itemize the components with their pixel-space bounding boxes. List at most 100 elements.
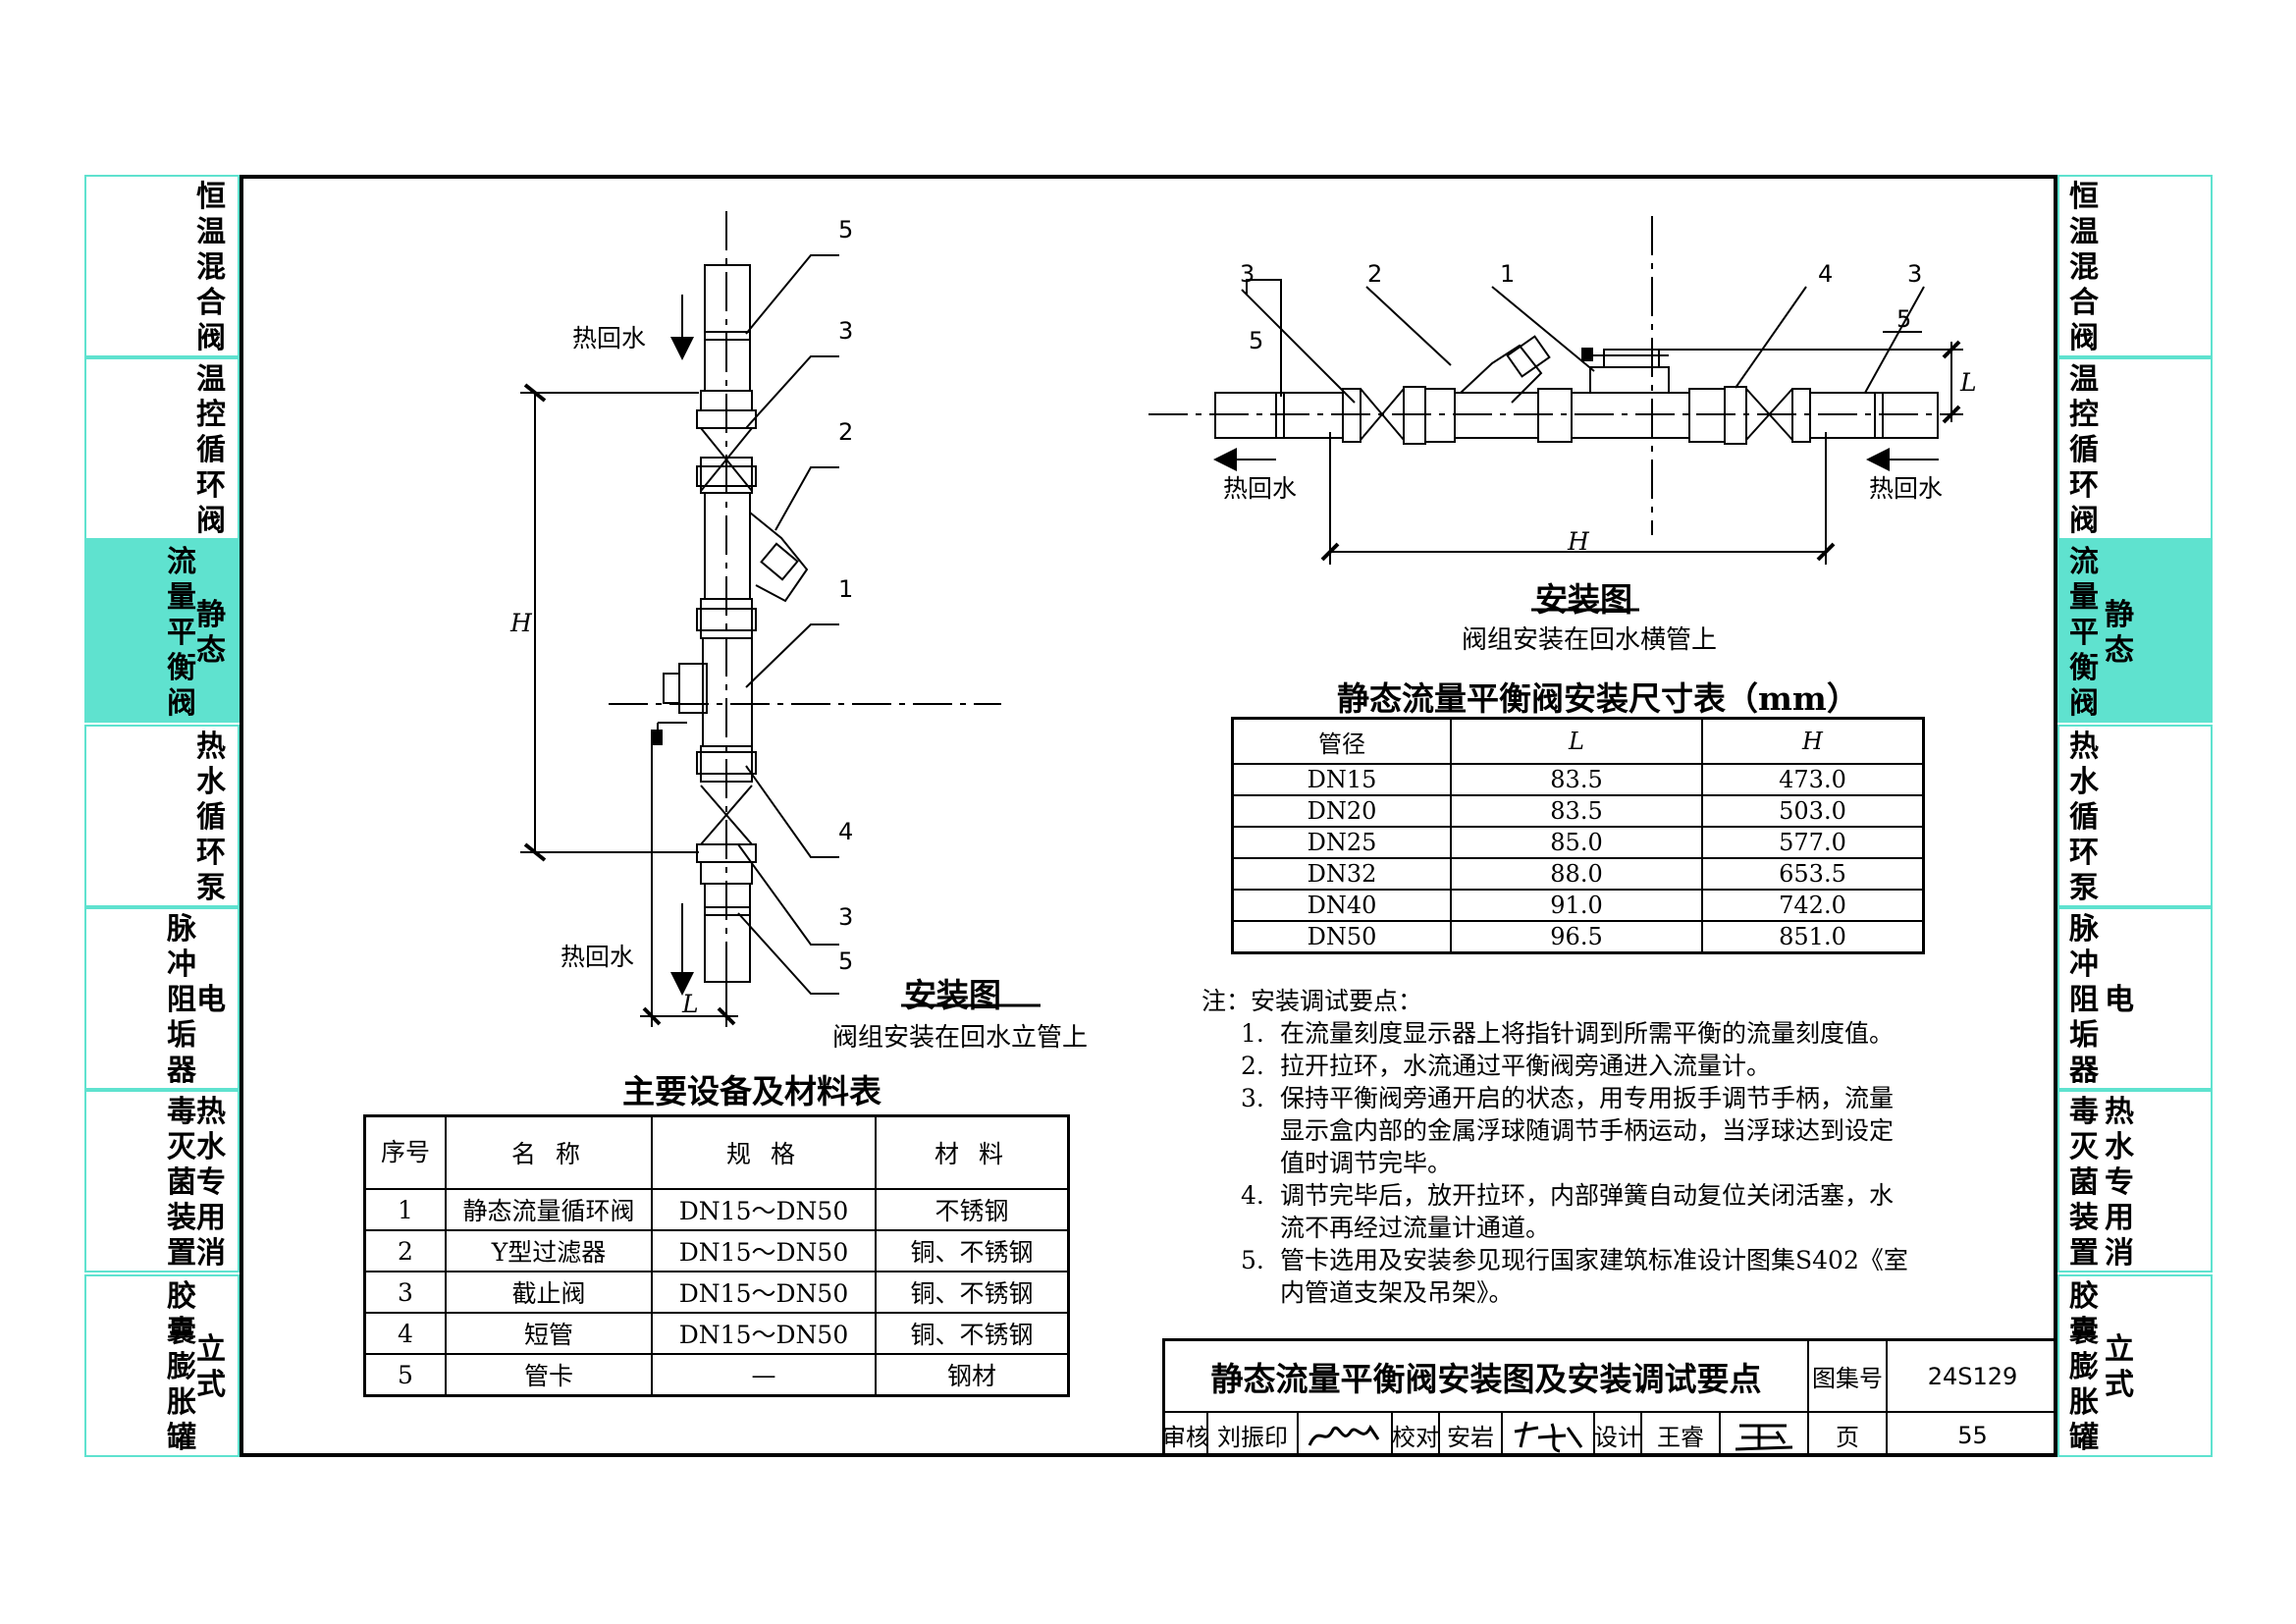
index-tab-label: 立式: [196, 1332, 226, 1402]
dim-cell-l: 91.0: [1450, 889, 1703, 922]
index-tab-right-4[interactable]: 热水循环泵: [2057, 725, 2213, 907]
index-tab-label: 温控循环阀: [2069, 362, 2099, 538]
dim-cell-pipe: DN15: [1231, 763, 1452, 796]
mat-cell-name: 截止阀: [445, 1271, 653, 1314]
mat-cell-no: 4: [363, 1312, 447, 1355]
note-number: 4.: [1241, 1181, 1264, 1210]
note-line: 保持平衡阀旁通开启的状态，用专用扳手调节手柄，流量: [1280, 1084, 1895, 1112]
index-tab-label: 热水专用消: [196, 1095, 226, 1271]
index-tab-label: 胶囊膨胀罐: [167, 1279, 196, 1455]
index-tab-label: 热水循环泵: [2069, 730, 2099, 905]
dim-cell-l: 96.5: [1450, 920, 1703, 954]
index-tab-right-3[interactable]: 流量平衡阀静态: [2057, 540, 2213, 723]
dim-label-h-l: L: [1960, 368, 1977, 397]
mat-cell-spec: DN15～DN50: [651, 1312, 877, 1355]
reviewer-name: 刘振印: [1208, 1413, 1299, 1457]
index-tab-right-2[interactable]: 温控循环阀: [2057, 357, 2213, 540]
dim-cell-l: 85.0: [1450, 826, 1703, 859]
index-tab-right-6[interactable]: 毒灭菌装置热水专用消: [2057, 1090, 2213, 1272]
check-label: 校对: [1392, 1413, 1440, 1457]
mat-cell-no: 2: [363, 1229, 447, 1272]
dim-header-pipe: 管径: [1231, 717, 1452, 765]
notes-heading: 注：安装调试要点：: [1201, 987, 1423, 1015]
dim-header-h: H: [1701, 717, 1925, 765]
callout-v-4: 4: [838, 818, 854, 845]
index-tab-label: 电: [196, 983, 226, 1017]
dim-table-header: 管径 L H: [1231, 717, 1925, 765]
mat-cell-name: 静态流量循环阀: [445, 1188, 653, 1231]
designer-signature: [1721, 1413, 1809, 1457]
callout-v-3-bottom: 3: [838, 903, 854, 931]
index-tab-label: 胶囊膨胀罐: [2069, 1279, 2099, 1455]
index-tab-label: 恒温混合阀: [196, 180, 226, 355]
note-line: 流不再经过流量计通道。: [1280, 1214, 1551, 1242]
index-tab-right-7[interactable]: 胶囊膨胀罐立式: [2057, 1274, 2213, 1457]
index-tab-label: 立式: [2105, 1332, 2134, 1402]
title-block: 静态流量平衡阀安装图及安装调试要点 图集号 24S129 审核 刘振印 校对 安…: [1162, 1338, 2057, 1457]
index-tab-left-7[interactable]: 胶囊膨胀罐立式: [84, 1274, 240, 1457]
design-label: 设计: [1594, 1413, 1642, 1457]
index-tab-right-5[interactable]: 脉冲阻垢器电: [2057, 907, 2213, 1090]
dim-cell-h: 473.0: [1701, 763, 1925, 796]
index-tab-left-2[interactable]: 温控循环阀: [84, 357, 240, 540]
mat-cell-material: 不锈钢: [875, 1188, 1070, 1231]
vertical-drawing-subtitle: 阀组安装在回水立管上: [832, 1023, 1089, 1053]
flow-label-h-right: 热回水: [1869, 474, 1944, 503]
index-tab-left-5[interactable]: 脉冲阻垢器电: [84, 907, 240, 1090]
mat-header-name: 名 称: [445, 1114, 653, 1190]
index-tab-right-1[interactable]: 恒温混合阀: [2057, 175, 2213, 357]
callout-h-3-right: 3: [1907, 260, 1923, 288]
mat-cell-material: 铜、不锈钢: [875, 1229, 1070, 1272]
mat-cell-name: 短管: [445, 1312, 653, 1355]
index-tab-label: 静态: [196, 598, 226, 668]
note-line: 内管道支架及吊架》。: [1280, 1278, 1514, 1307]
mat-header-no: 序号: [363, 1114, 447, 1190]
note-number: 1.: [1241, 1019, 1264, 1048]
index-tab-left-4[interactable]: 热水循环泵: [84, 725, 240, 907]
index-tab-label: 脉冲阻垢器: [167, 912, 196, 1088]
dim-cell-h: 653.5: [1701, 857, 1925, 891]
mat-header-spec: 规 格: [651, 1114, 877, 1190]
atlas-number: 24S129: [1888, 1341, 2057, 1413]
callout-v-5-top: 5: [838, 216, 854, 244]
note-line: 拉开拉环，水流通过平衡阀旁通进入流量计。: [1280, 1052, 1772, 1080]
callout-v-2: 2: [838, 418, 854, 446]
mat-cell-no: 1: [363, 1188, 447, 1231]
index-tab-label: 毒灭菌装置: [167, 1095, 196, 1271]
index-tab-label: 热水循环泵: [196, 730, 226, 905]
page-label: 页: [1809, 1413, 1888, 1457]
drawing-title: 静态流量平衡阀安装图及安装调试要点: [1165, 1341, 1809, 1413]
dim-cell-pipe: DN20: [1231, 794, 1452, 828]
mat-cell-no: 5: [363, 1353, 447, 1397]
index-tab-label: 静态: [2105, 598, 2134, 668]
dim-cell-pipe: DN40: [1231, 889, 1452, 922]
dim-cell-l: 83.5: [1450, 763, 1703, 796]
index-tab-left-6[interactable]: 毒灭菌装置热水专用消: [84, 1090, 240, 1272]
index-tab-label: 脉冲阻垢器: [2069, 912, 2099, 1088]
vertical-assembly: [520, 211, 1001, 1027]
callout-v-3-top: 3: [838, 317, 854, 345]
mat-cell-name: Y型过滤器: [445, 1229, 653, 1272]
callout-h-2: 2: [1367, 260, 1383, 288]
designer-name: 王睿: [1642, 1413, 1721, 1457]
reviewer-signature: [1299, 1413, 1393, 1457]
review-label: 审核: [1162, 1413, 1209, 1457]
note-number: 3.: [1241, 1084, 1264, 1112]
mat-cell-spec: DN15～DN50: [651, 1229, 877, 1272]
dim-cell-l: 88.0: [1450, 857, 1703, 891]
dim-cell-h: 742.0: [1701, 889, 1925, 922]
index-tab-left-3[interactable]: 流量平衡阀静态: [84, 540, 240, 723]
dim-table-title: 静态流量平衡阀安装尺寸表（mm）: [1337, 679, 1859, 718]
index-tab-left-1[interactable]: 恒温混合阀: [84, 175, 240, 357]
flow-label-v-bottom: 热回水: [561, 943, 635, 971]
